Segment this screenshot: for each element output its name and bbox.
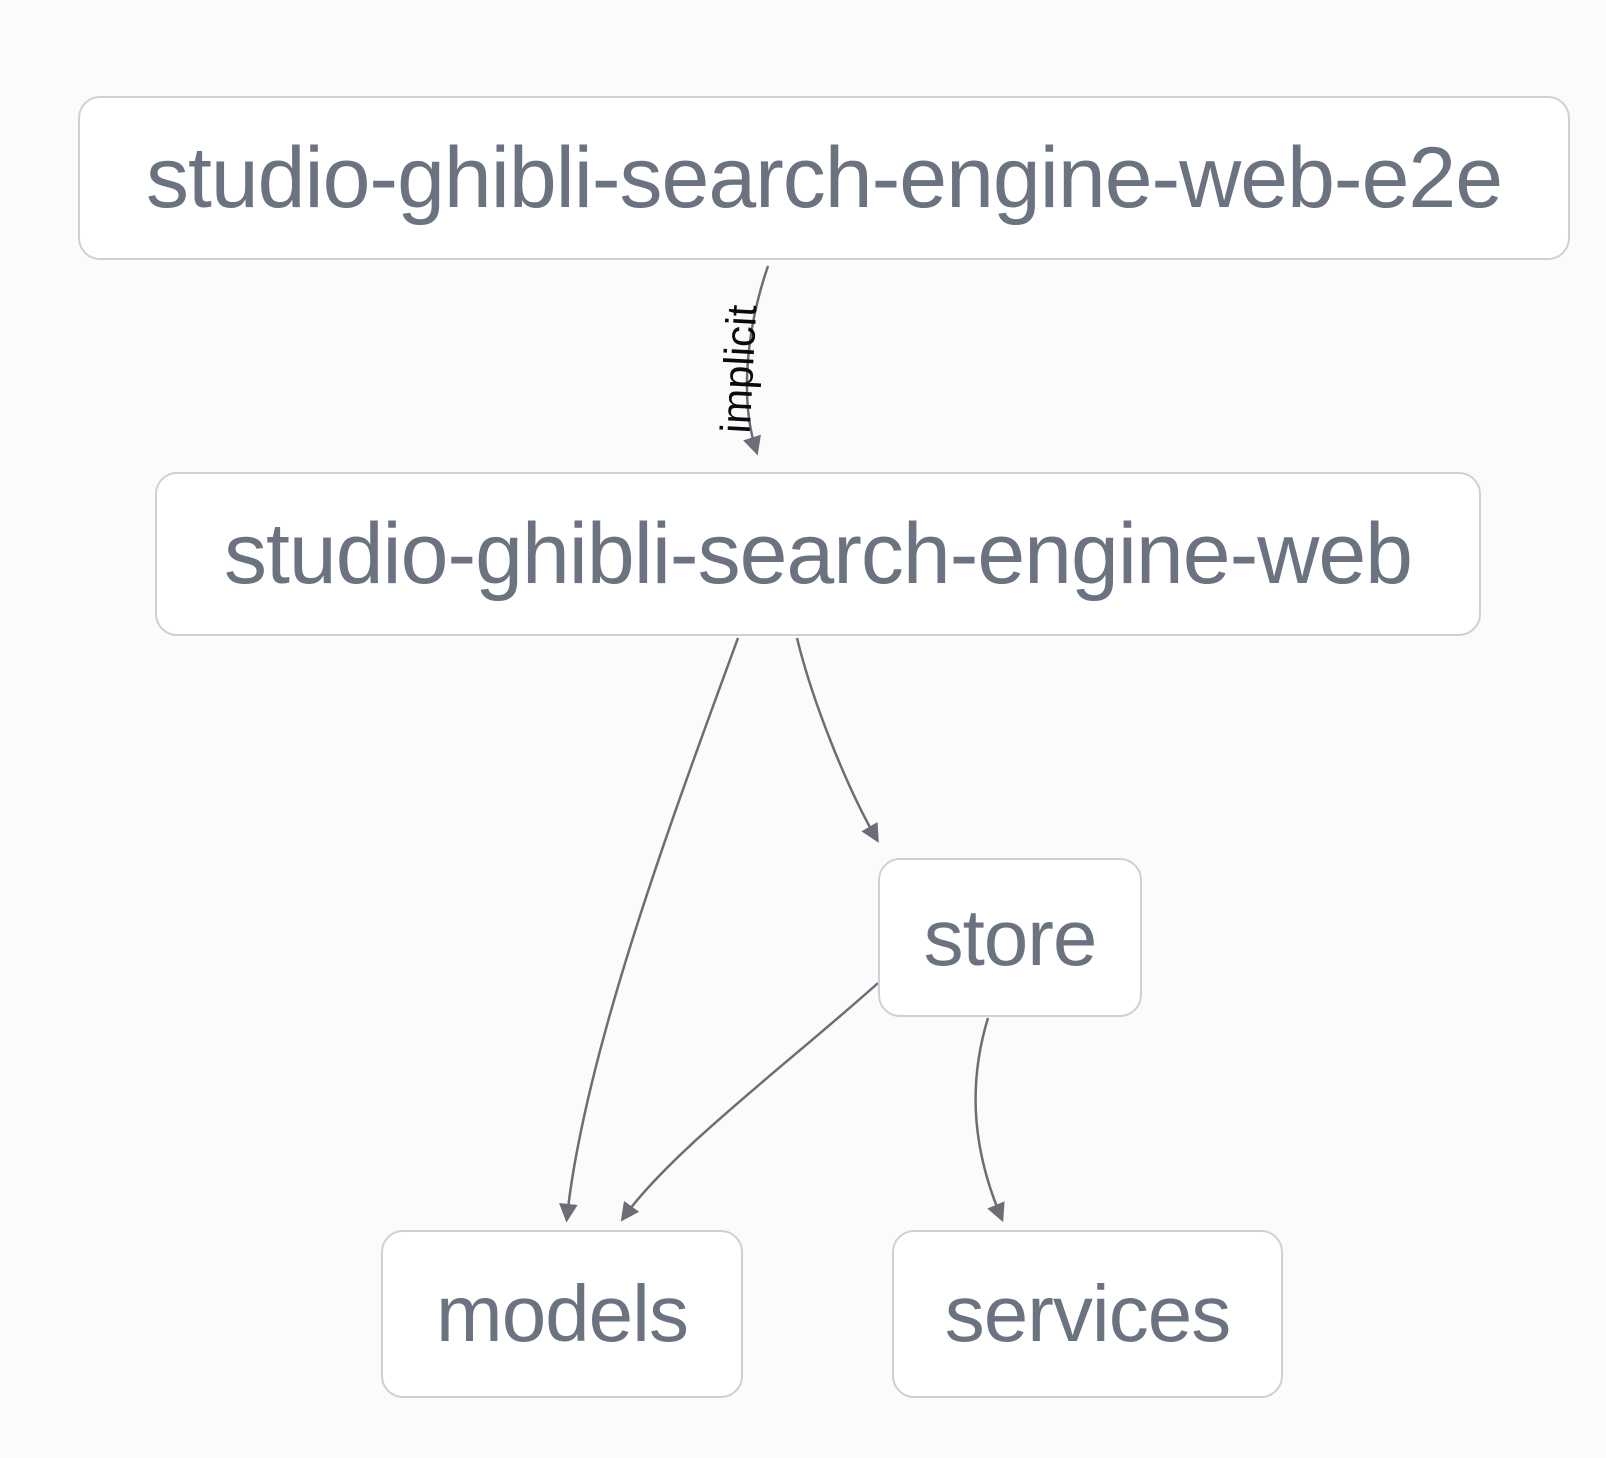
edge-store-to-services xyxy=(974,1017,1005,1223)
node-store[interactable]: store xyxy=(878,858,1142,1017)
edge-store-to-models xyxy=(620,982,879,1222)
node-label: models xyxy=(436,1269,689,1358)
edge-label-implicit: implicit xyxy=(711,303,766,435)
edge-web-to-models xyxy=(559,637,740,1223)
node-studio-ghibli-search-engine-web-e2e[interactable]: studio-ghibli-search-engine-web-e2e xyxy=(78,96,1570,260)
node-services[interactable]: services xyxy=(892,1230,1283,1398)
edge-web-to-store xyxy=(795,637,879,843)
node-studio-ghibli-search-engine-web[interactable]: studio-ghibli-search-engine-web xyxy=(155,472,1481,636)
node-label: services xyxy=(944,1269,1231,1358)
node-label: studio-ghibli-search-engine-web xyxy=(224,505,1413,602)
node-label: studio-ghibli-search-engine-web-e2e xyxy=(145,129,1503,226)
node-models[interactable]: models xyxy=(381,1230,743,1398)
node-label: store xyxy=(923,892,1098,982)
